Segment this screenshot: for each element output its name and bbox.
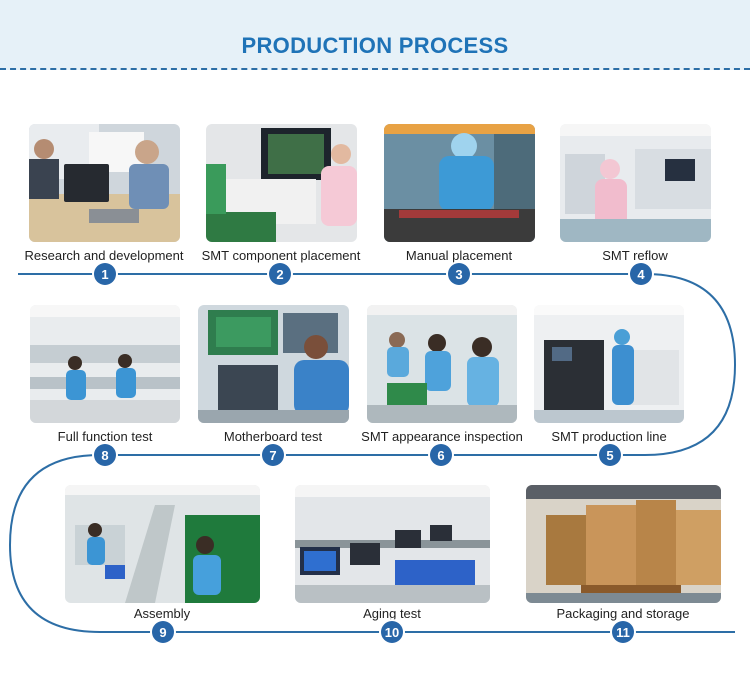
inspection-photo-icon — [367, 305, 517, 423]
smt-line-photo-icon — [534, 305, 684, 423]
step-number-badge: 2 — [269, 263, 291, 285]
research-photo-icon — [29, 124, 180, 242]
smt-placement-photo-icon — [206, 124, 357, 242]
step-number-badge: 1 — [94, 263, 116, 285]
step-number-badge: 5 — [599, 444, 621, 466]
packaging-photo-icon — [526, 485, 721, 603]
step-number-badge: 3 — [448, 263, 470, 285]
step-label: SMT reflow — [602, 248, 668, 263]
step-number-badge: 4 — [630, 263, 652, 285]
step-number-badge: 10 — [381, 621, 403, 643]
step-number-badge: 7 — [262, 444, 284, 466]
manual-placement-photo-icon — [384, 124, 535, 242]
step-label: Assembly — [133, 606, 191, 621]
step-number-badge: 8 — [94, 444, 116, 466]
step-label: Motherboard test — [223, 429, 323, 444]
step-label: Research and development — [24, 248, 184, 263]
step-label: Manual placement — [405, 248, 513, 263]
step-label: Packaging and storage — [556, 606, 690, 621]
step-label: Aging test — [363, 606, 421, 621]
step-number-badge: 11 — [612, 621, 634, 643]
step-label: SMT production line — [551, 429, 667, 444]
header-banner: PRODUCTION PROCESS — [0, 0, 750, 70]
step-label: SMT appearance inspection — [361, 429, 523, 444]
smt-reflow-photo-icon — [560, 124, 711, 242]
step-number-badge: 9 — [152, 621, 174, 643]
aging-test-photo-icon — [295, 485, 490, 603]
step-label: Full function test — [57, 429, 153, 444]
step-number-badge: 6 — [430, 444, 452, 466]
assembly-photo-icon — [65, 485, 260, 603]
step-label: SMT component placement — [201, 248, 361, 263]
motherboard-test-photo-icon — [198, 305, 349, 423]
function-test-photo-icon — [30, 305, 180, 423]
page-title: PRODUCTION PROCESS — [241, 33, 509, 58]
